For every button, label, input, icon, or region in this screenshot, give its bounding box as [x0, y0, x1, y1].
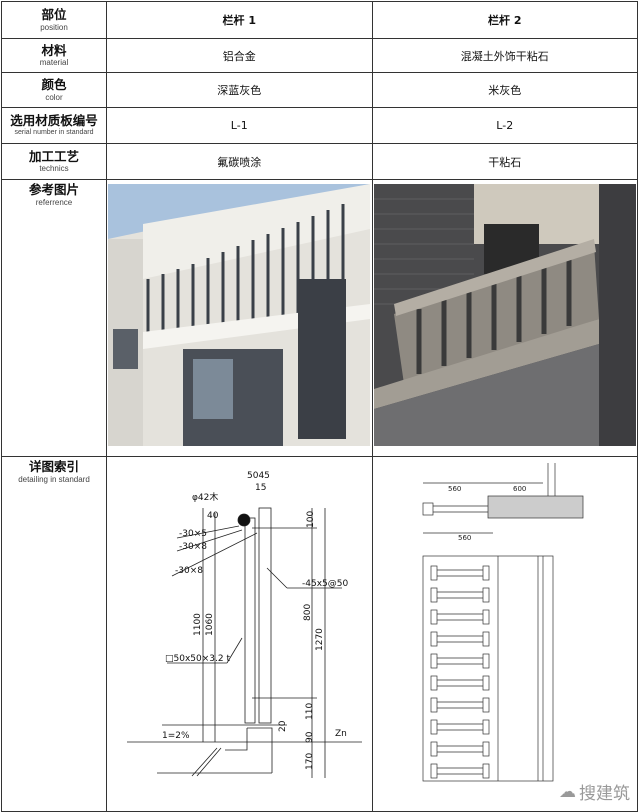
baluster-cap — [482, 741, 490, 756]
baluster-cap — [430, 587, 438, 602]
cell-color-1: 深蓝灰色 — [106, 72, 373, 108]
photo-cell-2 — [371, 179, 638, 457]
railing-2-plan-drawing: 560 600 560 — [422, 462, 584, 781]
label-cn: 加工工艺 — [28, 148, 79, 164]
baluster-cap — [482, 675, 490, 690]
dim-label: -30×8 — [179, 542, 207, 552]
baluster-cap — [482, 631, 490, 646]
baluster-cap — [430, 653, 438, 668]
cell-railing-2: 栏杆 2 — [371, 1, 638, 39]
dim-label: 1=2% — [162, 731, 190, 741]
watermark: ☁搜建筑 — [559, 779, 630, 805]
label-en: detailing in standard — [18, 474, 90, 484]
railing-1-section-drawing: 5045 15 φ42木 40 -30×5 -30×8 -30×8 -45x5@… — [127, 471, 362, 778]
railing-1-photo — [108, 184, 371, 446]
cell-material-2: 混凝土外饰干粘石 — [371, 38, 638, 73]
railing-2-photo — [373, 184, 636, 446]
dim-label: 5045 — [247, 471, 270, 481]
dim-label: 560 — [458, 534, 471, 542]
cell-serial-2: L-2 — [371, 107, 638, 144]
wechat-icon: ☁ — [559, 781, 576, 802]
baluster-cap — [482, 565, 490, 580]
baluster-cap — [430, 697, 438, 712]
cell-technics-2: 干粘石 — [371, 143, 638, 180]
watermark-text: 搜建筑 — [579, 784, 630, 804]
label-cn: 材料 — [41, 42, 67, 58]
baluster-cap — [482, 697, 490, 712]
label-en: referrence — [35, 197, 73, 207]
label-cn: 详图索引 — [28, 459, 79, 474]
label-en: serial number in standard — [14, 128, 94, 136]
dim-label: 90 — [305, 731, 315, 743]
photo-cell-1 — [106, 179, 373, 457]
baluster-cap — [430, 675, 438, 690]
dim-label: Zn — [335, 729, 347, 739]
baluster-cap — [482, 719, 490, 734]
dim-label: 170 — [305, 752, 315, 769]
label-en: technics — [39, 164, 69, 174]
baluster-cap — [482, 587, 490, 602]
dim-label: 1100 — [193, 612, 203, 635]
dim-label: -45x5@50 — [302, 579, 348, 589]
dim-label: □50x50×3.2 t — [165, 654, 230, 664]
dim-label: 20 — [278, 720, 288, 732]
baluster-cap — [482, 653, 490, 668]
dim-label: 15 — [255, 483, 266, 493]
dim-label: 110 — [305, 702, 315, 719]
dim-label: -30×8 — [175, 566, 203, 576]
baluster-cap — [482, 609, 490, 624]
dim-label: 1270 — [315, 627, 325, 650]
drawing-cell-2: 560 600 560 — [371, 456, 638, 812]
dim-label: 1060 — [205, 612, 215, 635]
dim-label: φ42木 — [192, 491, 218, 503]
baluster-cap — [430, 631, 438, 646]
baluster-cap — [482, 763, 490, 778]
baluster-group — [430, 565, 490, 778]
baluster-cap — [430, 763, 438, 778]
dim-label: 40 — [207, 511, 219, 521]
cell-color-2: 米灰色 — [371, 72, 638, 108]
label-cn: 选用材质板编号 — [10, 113, 98, 129]
dim-label: -30×5 — [179, 529, 207, 539]
baluster-cap — [430, 741, 438, 756]
dim-label: 560 — [448, 485, 461, 493]
drawing-cell-1: 5045 15 φ42木 40 -30×5 -30×8 -30×8 -45x5@… — [106, 456, 373, 812]
dim-label: 100 — [306, 510, 316, 527]
dim-label: 800 — [303, 603, 313, 620]
baluster-cap — [430, 719, 438, 734]
cell-serial-1: L-1 — [106, 107, 373, 144]
label-cn: 参考图片 — [28, 182, 79, 197]
cell-material-1: 铝合金 — [106, 38, 373, 73]
label-cn: 颜色 — [41, 77, 67, 93]
baluster-cap — [430, 609, 438, 624]
label-cn: 部位 — [41, 7, 67, 23]
label-en: color — [45, 92, 63, 102]
cell-technics-1: 氟碳喷涂 — [106, 143, 373, 180]
dim-label: 600 — [513, 485, 526, 493]
baluster-cap — [430, 565, 438, 580]
label-en: position — [40, 22, 68, 32]
label-en: material — [39, 58, 69, 68]
cell-railing-1: 栏杆 1 — [106, 1, 373, 39]
